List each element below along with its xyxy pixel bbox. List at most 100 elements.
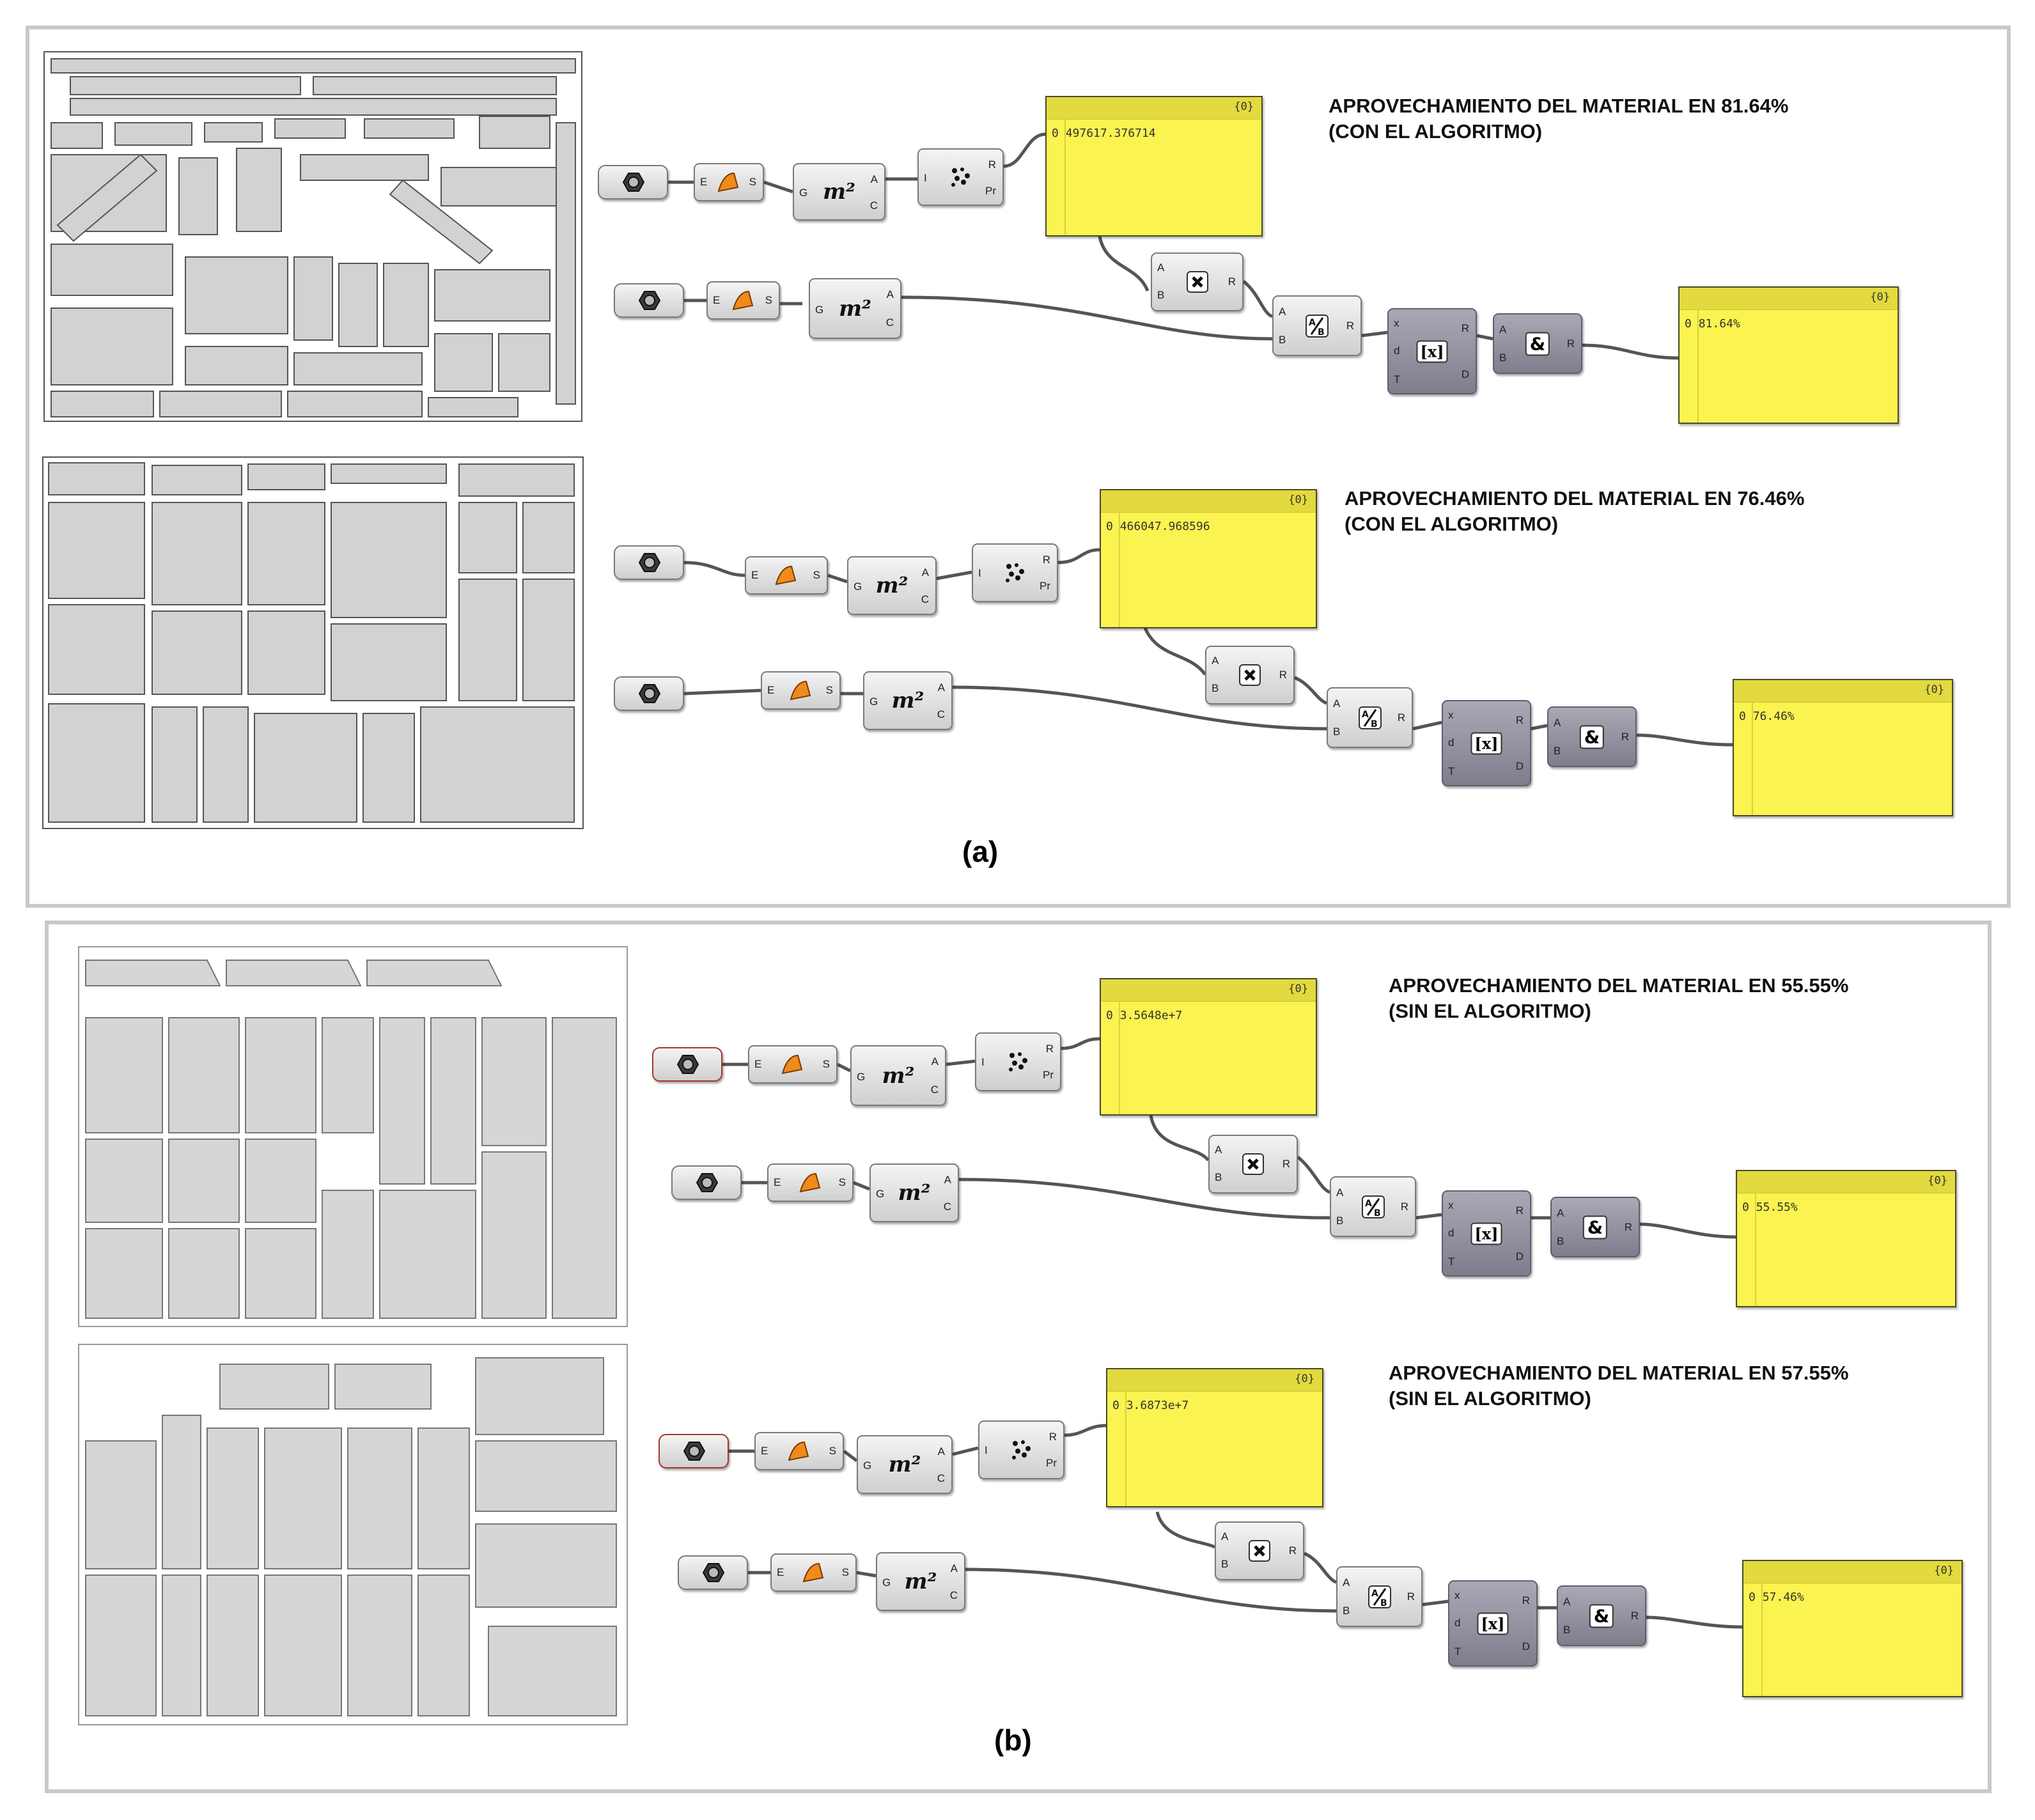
fraction-a-over-b-icon: AB xyxy=(1358,706,1382,729)
geometry-param-a1-top[interactable] xyxy=(598,165,668,199)
svg-text:B: B xyxy=(1380,1598,1387,1608)
multiply-input-b-label: B xyxy=(1212,682,1219,694)
dot-cluster-icon xyxy=(1011,1440,1031,1459)
panel-header: {0} xyxy=(1737,1171,1955,1194)
multiply-component-b1[interactable]: A B R xyxy=(1208,1135,1298,1194)
svg-text:A: A xyxy=(1371,1589,1378,1599)
multiply-input-a-label: A xyxy=(1212,655,1219,667)
panel-header: {0} xyxy=(1107,1369,1322,1392)
mass-addition-component-a1[interactable]: I R Pr xyxy=(917,148,1004,206)
panel-index-line xyxy=(1064,119,1066,235)
ampersand-icon: & xyxy=(1525,332,1550,355)
explode-output-label: S xyxy=(838,1176,846,1188)
explode-component-b2-bottom[interactable]: E S xyxy=(770,1553,857,1592)
panel-path: {0} xyxy=(1288,494,1308,506)
panel-header: {0} xyxy=(1047,97,1261,120)
area-component-a1-top[interactable]: G m² A C xyxy=(793,163,885,221)
explode-component-a2-bottom[interactable]: E S xyxy=(761,671,841,710)
panel-value: 0 81.64% xyxy=(1685,317,1740,331)
expression-output-d-label: D xyxy=(1515,760,1524,772)
concatenate-component-a1[interactable]: A B & R xyxy=(1493,313,1582,374)
expression-x-icon: [x] xyxy=(1470,732,1502,754)
concatenate-output-label: R xyxy=(1566,338,1575,350)
area-component-b1-bottom[interactable]: G m² A C xyxy=(869,1163,959,1222)
panel-header: {0} xyxy=(1734,680,1952,703)
explode-component-a1-bottom[interactable]: E S xyxy=(706,281,780,320)
area-input-label: G xyxy=(854,580,862,593)
explode-component-b1-bottom[interactable]: E S xyxy=(767,1163,854,1202)
caption-line1: APROVECHAMIENTO DEL MATERIAL EN 81.64% xyxy=(1329,95,1789,117)
explode-component-b2-top[interactable]: E S xyxy=(754,1432,844,1470)
panel-value: 0 3.6873e+7 xyxy=(1112,1399,1189,1412)
hex-nut-icon xyxy=(638,684,661,703)
area-symbol: m² xyxy=(839,295,871,322)
mass-addition-component-b1[interactable]: I R Pr xyxy=(975,1032,1061,1091)
expression-output-d-label: D xyxy=(1522,1640,1530,1653)
area-symbol: m² xyxy=(875,573,908,598)
expression-x-icon: [x] xyxy=(1470,1222,1502,1245)
area-component-b2-top[interactable]: G m² A C xyxy=(857,1435,953,1494)
area-sum-panel-b1[interactable]: {0} 0 3.5648e+7 xyxy=(1100,978,1317,1116)
explode-output-label: S xyxy=(825,684,833,696)
panel-path: {0} xyxy=(1934,1564,1954,1577)
area-component-b1-top[interactable]: G m² A C xyxy=(850,1045,946,1106)
mass-addition-component-b2[interactable]: I R Pr xyxy=(978,1420,1064,1479)
area-input-label: G xyxy=(815,304,824,316)
result-panel-b1[interactable]: {0} 0 55.55% xyxy=(1736,1170,1956,1307)
division-input-b-label: B xyxy=(1333,726,1341,738)
expression-input-d-label: d xyxy=(1394,345,1400,357)
result-panel-b2[interactable]: {0} 0 57.46% xyxy=(1742,1560,1963,1697)
division-output-label: R xyxy=(1400,1201,1408,1213)
explode-component-a1-top[interactable]: E S xyxy=(694,163,764,201)
geometry-param-b2-top[interactable] xyxy=(659,1434,729,1468)
expression-component-a1[interactable]: x d T [x] R D xyxy=(1387,308,1477,394)
geometry-param-a1-bottom[interactable] xyxy=(614,283,684,318)
area-sum-panel-b2[interactable]: {0} 0 3.6873e+7 xyxy=(1106,1368,1323,1507)
explode-curve-icon xyxy=(732,290,753,311)
concatenate-component-a2[interactable]: A B & R xyxy=(1547,706,1637,767)
expression-component-b2[interactable]: x d T [x] R D xyxy=(1448,1580,1538,1667)
area-component-a1-bottom[interactable]: G m² A C xyxy=(809,278,901,339)
geometry-param-a2-top[interactable] xyxy=(614,545,684,580)
geometry-param-a2-bottom[interactable] xyxy=(614,676,684,711)
panel-index-line xyxy=(1125,1391,1127,1506)
expression-input-t-label: T xyxy=(1454,1645,1462,1658)
expression-input-d-label: d xyxy=(1448,1227,1454,1239)
geometry-param-b2-bottom[interactable] xyxy=(678,1555,748,1590)
area-sum-panel-a1[interactable]: {0} 0 497617.376714 xyxy=(1045,96,1263,237)
explode-component-b1-top[interactable]: E S xyxy=(748,1045,838,1084)
multiply-component-a1[interactable]: A B R xyxy=(1151,253,1244,311)
expression-x-icon: [x] xyxy=(1416,340,1448,362)
explode-input-label: E xyxy=(774,1176,781,1188)
concatenate-component-b1[interactable]: A B & R xyxy=(1550,1197,1640,1257)
geometry-param-b1-bottom[interactable] xyxy=(671,1165,742,1200)
area-component-b2-bottom[interactable]: G m² A C xyxy=(876,1552,965,1611)
multiply-component-b2[interactable]: A B R xyxy=(1215,1521,1304,1580)
expression-output-d-label: D xyxy=(1515,1250,1524,1263)
fraction-a-over-b-icon: AB xyxy=(1306,314,1329,338)
area-component-a2-top[interactable]: G m² A C xyxy=(847,556,937,615)
geometry-param-b1-top[interactable] xyxy=(652,1047,722,1082)
concatenate-component-b2[interactable]: A B & R xyxy=(1557,1585,1646,1646)
area-output-a-label: A xyxy=(937,1445,945,1458)
expression-component-b1[interactable]: x d T [x] R D xyxy=(1442,1190,1531,1277)
concatenate-input-a-label: A xyxy=(1557,1207,1564,1219)
nesting-layout-a2 xyxy=(42,456,584,829)
mass-addition-output-pr-label: Pr xyxy=(1043,1069,1054,1081)
area-component-a2-bottom[interactable]: G m² A C xyxy=(863,671,953,730)
multiply-component-a2[interactable]: A B R xyxy=(1205,646,1295,704)
area-input-label: G xyxy=(882,1576,891,1589)
dot-cluster-icon xyxy=(951,167,970,187)
mass-addition-component-a2[interactable]: I R Pr xyxy=(972,543,1058,602)
panel-header: {0} xyxy=(1101,490,1316,513)
result-panel-a2[interactable]: {0} 0 76.46% xyxy=(1733,679,1953,816)
result-panel-a1[interactable]: {0} 0 81.64% xyxy=(1678,286,1899,424)
area-output-a-label: A xyxy=(921,566,929,579)
expression-component-a2[interactable]: x d T [x] R D xyxy=(1442,700,1531,786)
explode-component-a2-top[interactable]: E S xyxy=(745,556,828,595)
area-sum-panel-a2[interactable]: {0} 0 466047.968596 xyxy=(1100,489,1317,628)
